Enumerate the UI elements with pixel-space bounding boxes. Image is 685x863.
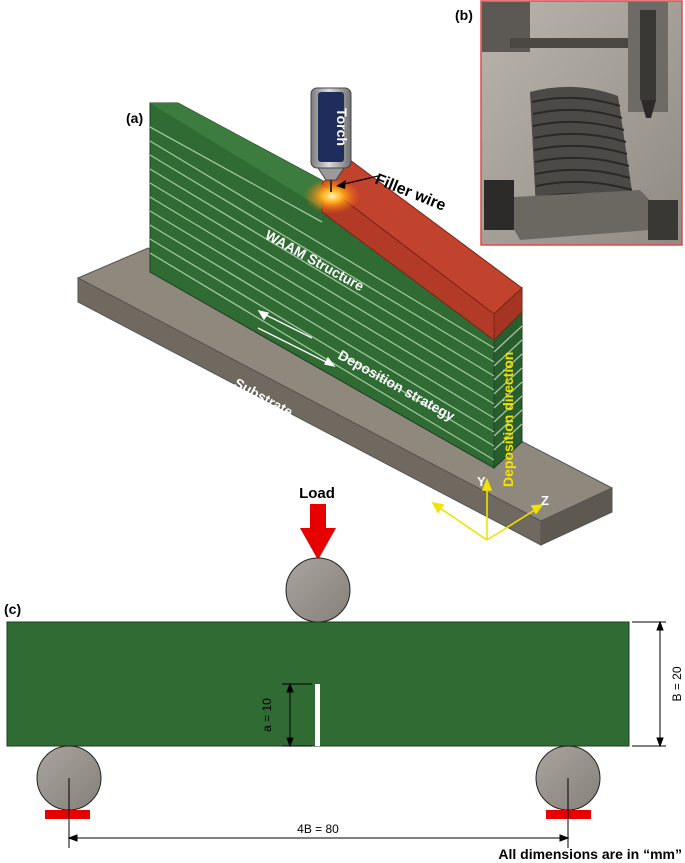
axis-z-label: Z	[541, 493, 549, 508]
deposition-direction-label: Deposition direction	[500, 352, 516, 487]
printed-stack	[530, 86, 634, 215]
panel-c-label: (c)	[4, 601, 21, 617]
load-roller	[285, 557, 351, 623]
axes-triad	[431, 477, 544, 541]
torch-label: Torch	[334, 108, 350, 146]
notch-dimension	[282, 682, 312, 748]
axis-x-label: X	[421, 494, 430, 509]
height-label: B = 20	[670, 666, 684, 701]
notch	[315, 684, 320, 746]
span-label: 4B = 80	[297, 822, 339, 836]
layer-lines	[149, 126, 523, 461]
waam-wall	[149, 102, 523, 470]
axis-y-label: Y	[477, 474, 486, 489]
torch: Torch	[304, 87, 360, 214]
panel-a-label: (a)	[126, 110, 143, 126]
units-note: All dimensions are in “mm”	[498, 846, 682, 862]
height-dimension	[632, 620, 666, 748]
strategy-arrows	[257, 310, 336, 368]
left-support-pad	[45, 810, 90, 819]
panel-c: Load (c) a = 10 B = 20	[4, 485, 684, 862]
panel-b-photo: (b)	[455, 0, 683, 246]
filler-wire-pointer	[339, 175, 379, 186]
panel-b-label: (b)	[455, 7, 473, 23]
panel-a: Torch Filler wire (a) WAAM Structure Dep…	[76, 87, 614, 546]
load-arrow	[300, 504, 336, 560]
notch-depth-label: a = 10	[260, 698, 274, 732]
load-label: Load	[299, 485, 335, 502]
span-dimension	[67, 778, 570, 848]
filler-wire-arrowhead	[336, 180, 346, 189]
